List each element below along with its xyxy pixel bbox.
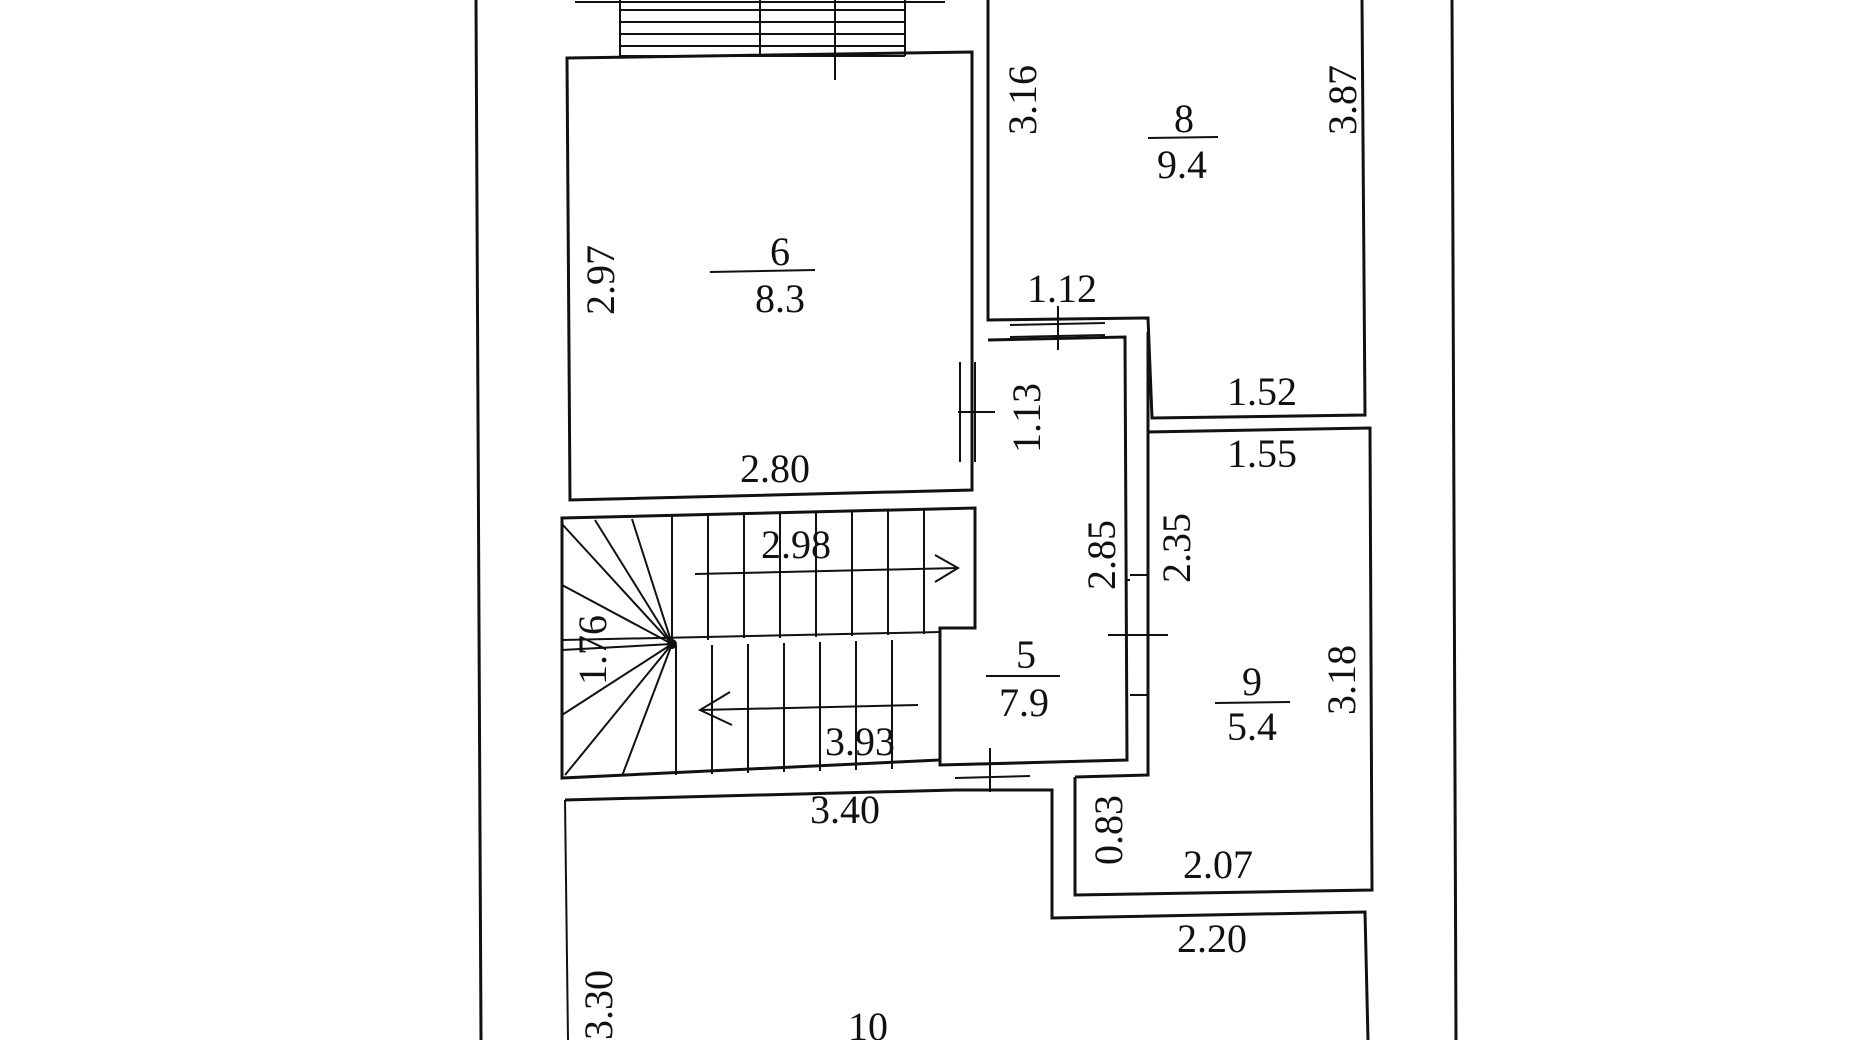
dim-1-52: 1.52 bbox=[1227, 369, 1297, 414]
dim-2-35: 2.35 bbox=[1154, 513, 1199, 583]
room-8: 8 9.4 bbox=[986, 0, 1367, 420]
room-9-number: 9 bbox=[1242, 659, 1262, 704]
room-5-number: 5 bbox=[1016, 632, 1036, 677]
dim-2-80: 2.80 bbox=[740, 446, 810, 491]
winder-treads bbox=[561, 518, 677, 777]
upper-flight-treads bbox=[671, 510, 925, 640]
room-9: 9 5.4 bbox=[1073, 426, 1374, 897]
dim-3-93: 3.93 bbox=[825, 719, 895, 764]
dim-2-20: 2.20 bbox=[1177, 916, 1247, 961]
stair-arrow-up bbox=[694, 554, 960, 583]
dim-1-76: 1.76 bbox=[570, 615, 615, 685]
room-10: 10 bbox=[564, 788, 1370, 1040]
dim-1-55: 1.55 bbox=[1227, 431, 1297, 476]
staircase bbox=[560, 506, 977, 780]
room-8-number: 8 bbox=[1174, 96, 1194, 141]
room-6: 6 8.3 bbox=[565, 50, 974, 502]
room-6-area: 8.3 bbox=[755, 276, 805, 321]
dim-3-16: 3.16 bbox=[1000, 65, 1045, 135]
dim-1-12: 1.12 bbox=[1027, 266, 1097, 311]
dim-2-07: 2.07 bbox=[1183, 842, 1253, 887]
dim-3-18: 3.18 bbox=[1319, 645, 1364, 715]
dim-2-98: 2.98 bbox=[761, 522, 831, 567]
dim-3-40: 3.40 bbox=[810, 787, 880, 832]
dim-1-13: 1.13 bbox=[1004, 383, 1049, 453]
top-stair-fragment bbox=[575, 0, 945, 80]
room-8-area: 9.4 bbox=[1157, 142, 1207, 187]
door-ticks bbox=[954, 306, 1168, 792]
stair-arrow-down bbox=[697, 691, 919, 726]
room-9-area: 5.4 bbox=[1227, 704, 1277, 749]
outer-walls bbox=[474, 0, 1458, 1040]
room-10-number: 10 bbox=[848, 1004, 888, 1040]
room-5-area: 7.9 bbox=[999, 680, 1049, 725]
dim-2-85: 2.85 bbox=[1079, 520, 1124, 590]
dim-0-83: 0.83 bbox=[1086, 795, 1131, 865]
dim-3-87: 3.87 bbox=[1320, 65, 1365, 135]
dimension-labels: 3.16 3.87 2.97 1.12 1.13 1.52 1.55 2.80 … bbox=[570, 65, 1365, 1040]
dim-3-30: 3.30 bbox=[576, 970, 621, 1040]
room-6-number: 6 bbox=[770, 229, 790, 274]
dim-2-97: 2.97 bbox=[578, 245, 623, 315]
